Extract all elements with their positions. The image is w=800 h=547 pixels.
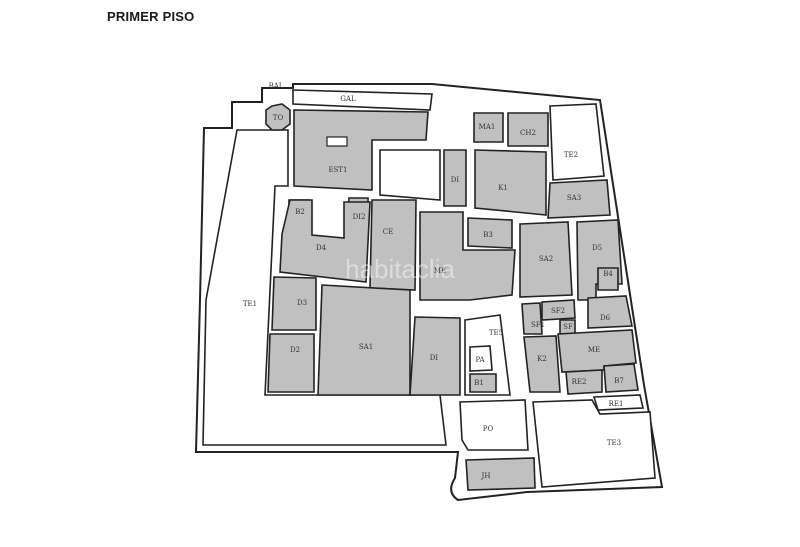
label-d3: D3 bbox=[297, 299, 307, 307]
room-di-low bbox=[409, 316, 461, 396]
label-sa3: SA3 bbox=[567, 194, 581, 202]
label-d6: D6 bbox=[600, 314, 611, 322]
label-sa1: SA1 bbox=[359, 343, 373, 351]
room-ma1 bbox=[473, 112, 504, 143]
label-sa2: SA2 bbox=[539, 255, 553, 263]
room-b4 bbox=[597, 267, 619, 291]
label-pa: PA bbox=[475, 356, 485, 364]
label-sf1: SF1 bbox=[531, 321, 545, 329]
room-to bbox=[265, 103, 291, 131]
room-est1 bbox=[293, 109, 429, 191]
room-me-mid bbox=[419, 211, 516, 301]
outer-wall bbox=[194, 83, 664, 502]
label-b2-top: B2 bbox=[295, 208, 305, 216]
label-po: PO bbox=[483, 425, 494, 433]
page-title: PRIMER PISO bbox=[107, 9, 195, 24]
room-d3 bbox=[271, 276, 317, 331]
label-bal: BAL bbox=[269, 82, 284, 90]
label-d4: D4 bbox=[316, 244, 327, 252]
room-po bbox=[459, 399, 529, 451]
label-ma1: MA1 bbox=[479, 123, 496, 131]
room-d6 bbox=[587, 295, 633, 329]
room-te3 bbox=[532, 399, 656, 488]
room-sa3 bbox=[547, 179, 611, 219]
room-di-top bbox=[443, 149, 467, 207]
label-to: TO bbox=[273, 114, 284, 122]
label-me-right: ME bbox=[588, 346, 600, 354]
room-re2 bbox=[565, 369, 603, 395]
room-b3 bbox=[467, 217, 513, 249]
room-sa1 bbox=[317, 284, 411, 396]
room-re1 bbox=[592, 394, 644, 411]
room-jh bbox=[465, 457, 536, 491]
label-te5: TE5 bbox=[489, 329, 503, 337]
label-sf: SF bbox=[563, 323, 573, 331]
label-ce: CE bbox=[383, 228, 393, 236]
label-di-top: DI bbox=[451, 176, 460, 184]
label-b1: B1 bbox=[474, 379, 484, 387]
label-me-mid: ME bbox=[434, 267, 446, 275]
label-gal: GAL bbox=[340, 95, 356, 103]
room-ch2 bbox=[507, 112, 549, 147]
label-di-low: DI bbox=[430, 354, 439, 362]
label-jh: JH bbox=[481, 472, 491, 480]
label-d5: D5 bbox=[592, 244, 602, 252]
label-est1: EST1 bbox=[328, 166, 347, 174]
label-sf2: SF2 bbox=[551, 307, 565, 315]
label-k2: K2 bbox=[537, 355, 547, 363]
label-b3: B3 bbox=[483, 231, 493, 239]
room-sa2 bbox=[519, 221, 573, 298]
label-re1: RE1 bbox=[609, 400, 624, 408]
label-ch2: CH2 bbox=[520, 129, 536, 137]
label-te2: TE2 bbox=[564, 151, 578, 159]
label-di2: DI2 bbox=[353, 213, 366, 221]
room-pa bbox=[469, 345, 493, 372]
label-re2: RE2 bbox=[572, 378, 587, 386]
label-k1: K1 bbox=[498, 184, 508, 192]
room-k2 bbox=[523, 335, 561, 393]
label-b7: B7 bbox=[614, 377, 624, 385]
est1-opening bbox=[326, 136, 348, 147]
room-b7 bbox=[603, 363, 639, 393]
label-d2: D2 bbox=[290, 346, 300, 354]
room-k1 bbox=[474, 149, 547, 216]
label-te1: TE1 bbox=[243, 300, 257, 308]
label-b4: B4 bbox=[603, 270, 613, 278]
label-te3: TE3 bbox=[607, 439, 621, 447]
room-te2 bbox=[549, 103, 605, 181]
courtyard bbox=[379, 149, 441, 201]
room-ce bbox=[369, 199, 417, 291]
room-d2 bbox=[267, 333, 315, 393]
room-sf1 bbox=[521, 302, 543, 335]
room-sf2 bbox=[541, 299, 576, 321]
room-b1 bbox=[469, 373, 497, 393]
room-gal bbox=[292, 89, 433, 111]
room-d4 bbox=[279, 199, 371, 283]
watermark: habitaclia bbox=[345, 254, 455, 284]
